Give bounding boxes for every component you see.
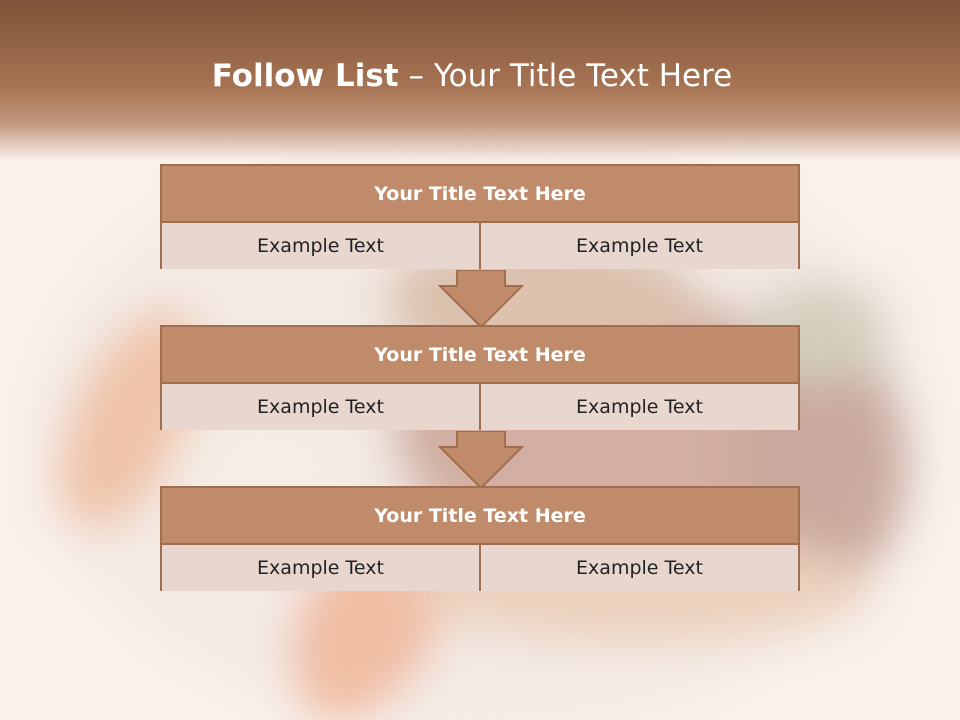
item-row: Example Text Example Text	[162, 545, 798, 591]
item-row: Example Text Example Text	[162, 223, 798, 269]
item-left-text: Example Text	[162, 223, 479, 269]
down-arrow-icon	[438, 431, 524, 489]
item-left-text: Example Text	[162, 545, 479, 591]
item-title: Your Title Text Here	[162, 166, 798, 223]
item-right-text: Example Text	[479, 223, 798, 269]
slide-title: Follow List – Your Title Text Here	[0, 56, 944, 96]
item-row: Example Text Example Text	[162, 384, 798, 430]
item-right-text: Example Text	[479, 545, 798, 591]
item-title: Your Title Text Here	[162, 488, 798, 545]
title-rest: – Your Title Text Here	[398, 58, 733, 94]
item-left-text: Example Text	[162, 384, 479, 430]
list-item: Your Title Text Here Example Text Exampl…	[160, 486, 800, 591]
header-band	[0, 0, 960, 160]
list-item: Your Title Text Here Example Text Exampl…	[160, 325, 800, 430]
list-item: Your Title Text Here Example Text Exampl…	[160, 164, 800, 269]
item-title: Your Title Text Here	[162, 327, 798, 384]
down-arrow-icon	[438, 270, 524, 328]
title-bold: Follow List	[211, 58, 399, 94]
item-right-text: Example Text	[479, 384, 798, 430]
